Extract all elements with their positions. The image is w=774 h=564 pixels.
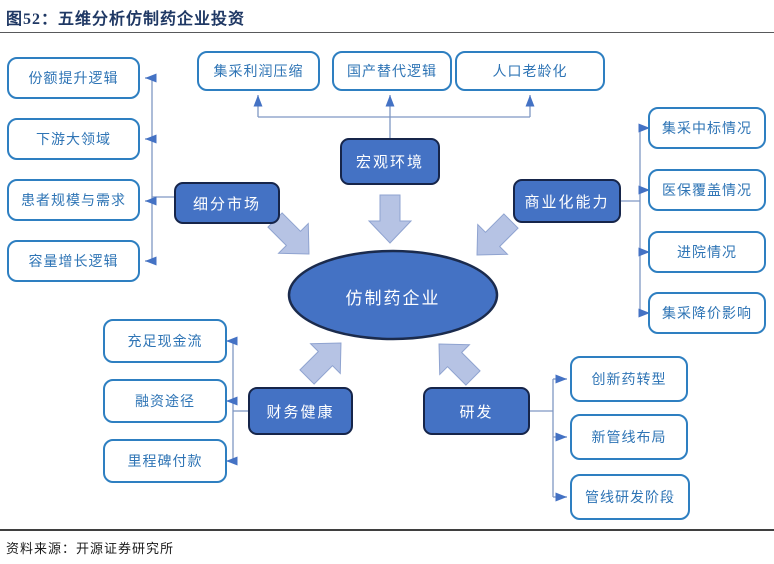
dimension-market-segment: 细分市场 [174,182,280,224]
factor-vbp-bid-winning: 集采中标情况 [648,107,766,149]
dimension-financial-health: 财务健康 [248,387,353,435]
factor-vbp-profit-compression: 集采利润压缩 [197,51,320,91]
dimension-macro-environment: 宏观环境 [340,138,440,185]
factor-insurance-coverage: 医保覆盖情况 [648,169,766,211]
arrow-finance-to-center [299,342,342,385]
arrow-macro-to-center [367,194,413,244]
connector-rd-group [530,374,567,502]
dimension-commercialization: 商业化能力 [513,179,621,223]
figure-title: 图52：五维分析仿制药企业投资 [6,11,246,28]
factor-sufficient-cash-flow: 充足现金流 [103,319,227,363]
factor-capacity-growth-logic: 容量增长逻辑 [7,240,140,282]
connector-segment-group [145,73,174,266]
factor-population-aging: 人口老龄化 [455,51,605,91]
arrow-segment-to-center [267,212,310,255]
connector-macro-group [253,95,535,138]
factor-financing-channels: 融资途径 [103,379,227,423]
factor-pipeline-rd-stage: 管线研发阶段 [570,474,690,520]
factor-new-pipeline-layout: 新管线布局 [570,414,688,460]
center-entity-label: 仿制药企业 [345,289,441,308]
factor-domestic-substitution-logic: 国产替代逻辑 [332,51,452,91]
arrow-commercial-to-center [476,213,519,256]
factor-innovative-drug-transition: 创新药转型 [570,356,688,402]
factor-milestone-payments: 里程碑付款 [103,439,227,483]
title-divider-line [0,32,774,33]
source-divider-line [0,529,774,531]
connector-finance-group [226,336,248,466]
arrow-rd-to-center [438,343,481,386]
factor-share-increase-logic: 份额提升逻辑 [7,57,140,99]
factor-hospital-admission: 进院情况 [648,231,766,273]
factor-downstream-large-field: 下游大领域 [7,118,140,160]
center-ellipse [287,249,499,341]
figure-source: 资料来源：开源证券研究所 [6,541,175,556]
factor-vbp-price-cut-impact: 集采降价影响 [648,292,766,334]
block-arrows-to-center [267,194,519,386]
dimension-rd: 研发 [423,387,530,435]
connector-commercial-group [621,123,650,318]
factor-patient-scale-and-demand: 患者规模与需求 [7,179,140,221]
